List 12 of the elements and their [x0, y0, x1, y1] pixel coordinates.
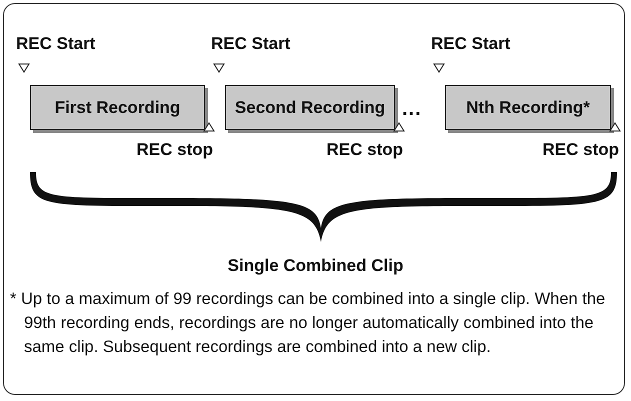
stop-label: REC stop	[326, 140, 403, 160]
brace-caption: Single Combined Clip	[226, 256, 404, 276]
recording-box: Nth Recording*	[445, 85, 611, 130]
start-label: REC Start	[431, 34, 510, 54]
start-label: REC Start	[16, 34, 96, 54]
recording-box: First Recording	[30, 85, 205, 130]
stop-label: REC stop	[136, 140, 213, 160]
footnote: * Up to a maximum of 99 recordings can be combined into a single clip. When the 99th recording ends, recordings are no longer automatically combined into the same clip. Subsequent recordings are combined into a new clip.	[10, 289, 606, 358]
ellipsis-label: ...	[402, 98, 422, 121]
stop-label: REC stop	[542, 140, 619, 160]
recording-box: Second Recording	[225, 85, 395, 130]
start-label: REC Start	[211, 34, 290, 54]
